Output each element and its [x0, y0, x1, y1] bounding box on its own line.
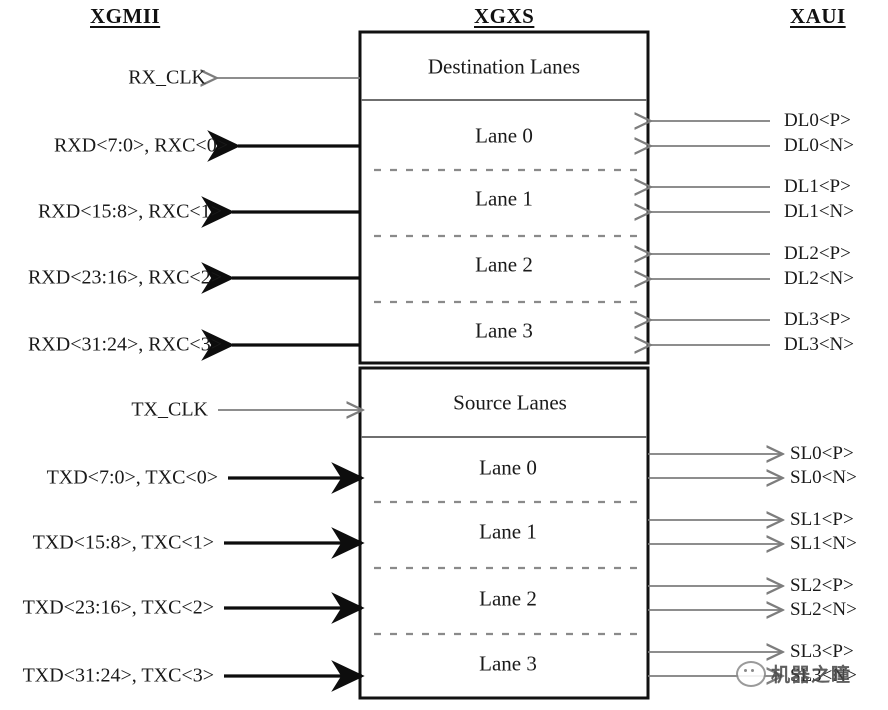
column-header-xgmii: XGMII: [90, 4, 161, 28]
signal-label-dl0-p: DL0<P>: [784, 110, 851, 131]
signal-label-txd-7-0: TXD<7:0>, TXC<0>: [46, 466, 218, 489]
source-lane-1-label: Lane 1: [479, 519, 537, 544]
destination-lane-1-label: Lane 1: [475, 186, 533, 211]
signal-label-rxd-15-8: RXD<15:8>, RXC<1>: [37, 200, 222, 223]
signal-label-rxd-7-0: RXD<7:0>, RXC<0>: [53, 134, 228, 157]
source-lanes-box: [358, 366, 650, 700]
destination-lanes-box: [358, 30, 650, 365]
signal-label-sl2-n: SL2<N>: [790, 599, 857, 620]
column-header-xgxs: XGXS: [474, 4, 535, 28]
destination-lane-2-label: Lane 2: [475, 252, 533, 277]
source-lane-2-label: Lane 2: [479, 586, 537, 611]
signal-label-tx-clk: TX_CLK: [131, 398, 208, 421]
source-lane-3-label: Lane 3: [479, 651, 537, 676]
watermark: 机器之瞳: [736, 660, 851, 687]
signal-label-dl2-p: DL2<P>: [784, 243, 851, 264]
signal-label-txd-23-16: TXD<23:16>, TXC<2>: [22, 596, 214, 619]
source-lane-0-label: Lane 0: [479, 455, 537, 480]
signal-label-sl1-p: SL1<P>: [790, 509, 854, 530]
signal-label-sl0-n: SL0<N>: [790, 467, 857, 488]
signal-label-dl0-n: DL0<N>: [784, 135, 854, 156]
signal-label-dl1-p: DL1<P>: [784, 176, 851, 197]
signal-label-dl1-n: DL1<N>: [784, 201, 854, 222]
source-lanes-title: Source Lanes: [453, 390, 567, 415]
destination-lanes-title: Destination Lanes: [427, 54, 581, 79]
signal-label-txd-31-24: TXD<31:24>, TXC<3>: [22, 664, 214, 687]
signal-label-txd-15-8: TXD<15:8>, TXC<1>: [32, 531, 214, 554]
watermark-text: 机器之瞳: [771, 664, 852, 686]
signal-label-sl0-p: SL0<P>: [790, 443, 854, 464]
signal-label-rx-clk: RX_CLK: [128, 66, 206, 89]
signal-label-rxd-31-24: RXD<31:24>, RXC<3>: [27, 333, 222, 356]
signal-label-sl2-p: SL2<P>: [790, 575, 854, 596]
signal-label-dl3-n: DL3<N>: [784, 334, 854, 355]
column-header-xaui: XAUI: [790, 4, 846, 28]
destination-lane-0-label: Lane 0: [475, 123, 533, 148]
destination-lane-3-label: Lane 3: [475, 318, 533, 343]
signal-label-sl3-p: SL3<P>: [790, 641, 854, 662]
signal-label-rxd-23-16: RXD<23:16>, RXC<2>: [27, 266, 222, 289]
signal-label-dl3-p: DL3<P>: [784, 309, 851, 330]
signal-label-sl1-n: SL1<N>: [790, 533, 857, 554]
wechat-icon: [736, 660, 766, 687]
signal-label-dl2-n: DL2<N>: [784, 268, 854, 289]
signal-label-sl3-n: SL3<N>: [790, 665, 857, 686]
